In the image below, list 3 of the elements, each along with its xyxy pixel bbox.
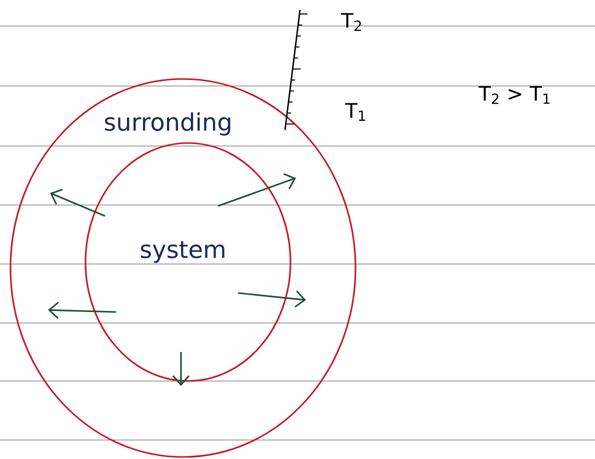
temperature-label: T$_{2}$ <box>341 13 361 31</box>
temperature-label: T$_{2}$ > T$_{1}$ <box>478 86 550 104</box>
temperature-label: T$_{1}$ <box>345 103 366 121</box>
